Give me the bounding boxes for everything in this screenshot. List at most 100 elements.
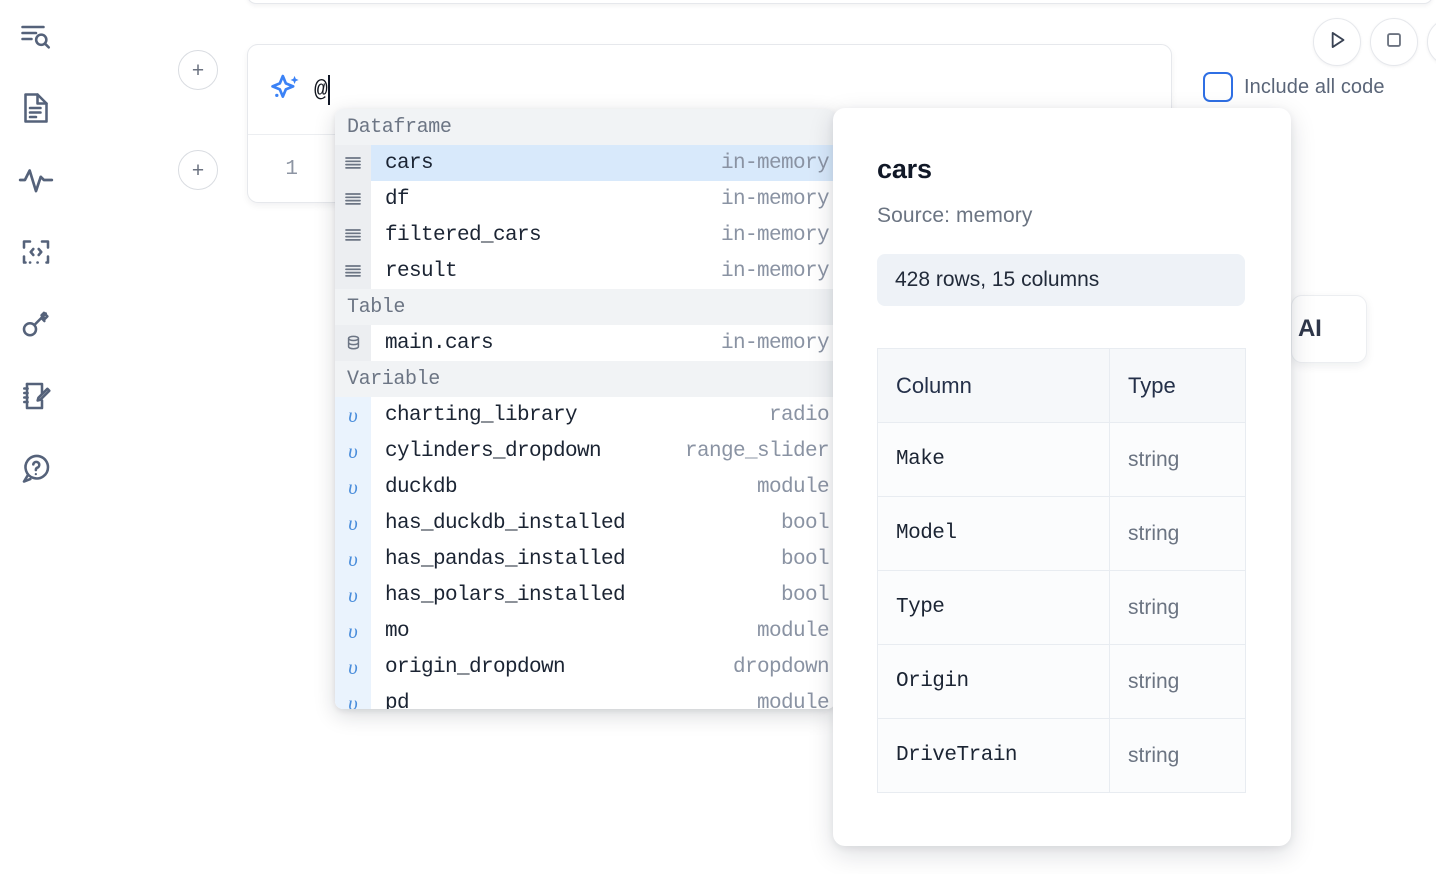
cell-column-type: string xyxy=(1109,718,1246,793)
dataframe-rows-icon xyxy=(335,181,371,217)
autocomplete-item-type: in-memory xyxy=(720,223,830,247)
autocomplete-item-type: bool xyxy=(780,583,830,607)
plus-icon: + xyxy=(191,158,205,182)
add-cell-button-below[interactable]: + xyxy=(178,150,218,190)
column-header-type: Type xyxy=(1109,348,1246,423)
sidebar-item-notebook-file[interactable] xyxy=(12,84,60,132)
autocomplete-item-name: cars xyxy=(385,151,434,175)
ai-prompt-value: @ xyxy=(314,76,328,103)
stop-cell-button[interactable] xyxy=(1370,18,1418,66)
cell-column-name: Make xyxy=(877,422,1110,497)
previous-cell-sliver xyxy=(247,0,1433,4)
autocomplete-item-name: main.cars xyxy=(385,331,494,355)
code-snippet-icon xyxy=(18,234,54,270)
stop-square-icon xyxy=(1381,27,1407,58)
text-caret xyxy=(327,74,330,105)
doc-source: Source: memory xyxy=(877,204,1033,227)
cell-column-type: string xyxy=(1109,570,1246,645)
cell-column-type: string xyxy=(1109,496,1246,571)
sidebar-item-scratchpad[interactable] xyxy=(12,372,60,420)
autocomplete-item-name: has_duckdb_installed xyxy=(385,511,626,535)
generate-with-ai-button[interactable]: h AI xyxy=(1291,295,1367,363)
database-icon xyxy=(335,325,371,361)
generate-with-ai-label: h AI xyxy=(1292,315,1322,342)
autocomplete-item-name: has_polars_installed xyxy=(385,583,626,607)
dataframe-rows-icon xyxy=(335,253,371,289)
autocomplete-item-body: pd module xyxy=(371,685,835,710)
autocomplete-item-body: cylinders_dropdown range_slider xyxy=(371,433,835,469)
autocomplete-item-name: df xyxy=(385,187,410,211)
autocomplete-item-type: radio xyxy=(768,403,830,427)
autocomplete-item-type: in-memory xyxy=(720,259,830,283)
more-actions-button[interactable] xyxy=(1427,18,1436,66)
autocomplete-item-type: dropdown xyxy=(732,655,830,679)
sidebar-item-help[interactable] xyxy=(12,444,60,492)
sidebar-item-outline-search[interactable] xyxy=(12,12,60,60)
dataframe-rows-icon xyxy=(335,145,371,181)
variable-upsilon-icon: υ xyxy=(335,541,371,577)
autocomplete-item-body: df in-memory xyxy=(371,181,835,217)
autocomplete-item-name: cylinders_dropdown xyxy=(385,439,602,463)
sidebar-item-activity[interactable] xyxy=(12,156,60,204)
autocomplete-item-type: range_slider xyxy=(684,439,830,463)
autocomplete-item-name: pd xyxy=(385,691,410,710)
include-all-code-control[interactable]: Include all code xyxy=(1203,72,1385,102)
key-icon xyxy=(18,306,54,342)
autocomplete-item[interactable]: filtered_cars in-memory xyxy=(335,217,835,253)
add-cell-button-above[interactable]: + xyxy=(178,50,218,90)
cell-column-type: string xyxy=(1109,644,1246,719)
autocomplete-item-name: filtered_cars xyxy=(385,223,542,247)
ai-prompt-input[interactable]: @ xyxy=(306,67,1173,113)
document-icon xyxy=(18,90,54,126)
autocomplete-item-name: charting_library xyxy=(385,403,578,427)
dataframe-rows-icon xyxy=(335,217,371,253)
cell-column-type: string xyxy=(1109,422,1246,497)
variable-upsilon-icon: υ xyxy=(335,685,371,709)
autocomplete-item-name: duckdb xyxy=(385,475,458,499)
sidebar-item-snippets[interactable] xyxy=(12,228,60,276)
code-editor-row[interactable]: 1 xyxy=(248,135,1173,203)
autocomplete-item-body: has_polars_installed bool xyxy=(371,577,835,613)
autocomplete-item-type: module xyxy=(756,691,830,710)
doc-title: cars xyxy=(877,154,932,184)
autocomplete-item-type: in-memory xyxy=(720,187,830,211)
doc-shape-badge: 428 rows, 15 columns xyxy=(877,254,1245,306)
table-header-row: Column Type xyxy=(877,348,1246,423)
chat-question-icon xyxy=(18,450,54,486)
include-all-code-label: Include all code xyxy=(1244,75,1385,98)
autocomplete-item-type: bool xyxy=(780,547,830,571)
autocomplete-group-header-table: Table xyxy=(335,289,835,325)
sparkles-icon xyxy=(266,70,306,110)
activity-icon xyxy=(17,161,55,199)
sidebar-item-secrets[interactable] xyxy=(12,300,60,348)
outline-search-icon xyxy=(18,18,54,54)
autocomplete-item[interactable]: υ cylinders_dropdown range_slider xyxy=(335,433,835,469)
run-cell-button[interactable] xyxy=(1313,18,1361,66)
column-header-column: Column xyxy=(877,348,1110,423)
variable-upsilon-icon: υ xyxy=(335,433,371,469)
include-all-code-checkbox[interactable] xyxy=(1203,72,1233,102)
variable-upsilon-icon: υ xyxy=(335,505,371,541)
notepad-pencil-icon xyxy=(18,378,54,414)
plus-icon: + xyxy=(191,58,205,82)
autocomplete-item[interactable]: df in-memory xyxy=(335,181,835,217)
